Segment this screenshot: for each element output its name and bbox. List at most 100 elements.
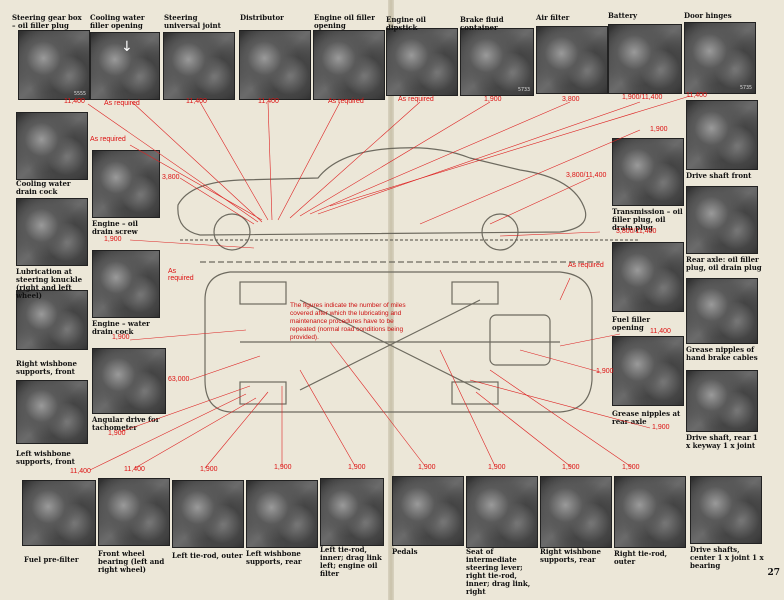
- photo-drive-shafts-center: [690, 476, 762, 544]
- interval-left-wishbone-rear: 1,900: [274, 464, 292, 471]
- photo-front-wheel-bearing: [98, 478, 170, 546]
- interval-left-wishbone-front: 1,900: [108, 430, 126, 437]
- photo-drive-shaft-front: [686, 100, 758, 170]
- photo-intermediate-steering-lever: [466, 476, 538, 548]
- interval-battery: 1,900/11,400: [622, 94, 663, 101]
- interval-drive-shaft-rear: 1,900: [652, 424, 670, 431]
- caption-brake-fluid-container: Brake fluid container: [460, 15, 504, 32]
- caption-cooling-water-drain: Cooling water drain cock: [16, 179, 71, 196]
- caption-distributor: Distributor: [240, 13, 284, 22]
- caption-engine-oil-filler: Engine oil filler opening: [314, 13, 375, 30]
- interval-right-wishbone-rear: 1,900: [562, 464, 580, 471]
- caption-right-tie-rod-outer: Right tie-rod, outer: [614, 549, 668, 566]
- photo-cooling-water-filler: ↓: [90, 32, 160, 100]
- photo-fuel-filler: [612, 242, 684, 312]
- interval-cooling-drain: As required: [90, 136, 126, 143]
- interval-angular-drive: 63,000: [168, 376, 190, 383]
- caption-transmission: Transmission – oil filler plug, oil drai…: [612, 207, 683, 232]
- photo-grease-nipples-rear-axle: [612, 336, 684, 406]
- caption-rear-axle: Rear axle: oil filler plug, oil drain pl…: [686, 255, 762, 272]
- photo-rear-axle: [686, 186, 758, 254]
- photo-steering-knuckle: [16, 198, 88, 266]
- photo-hand-brake-cables: [686, 278, 758, 344]
- interval-left-tie-rod-outer: 1,900: [200, 466, 218, 473]
- caption-engine-water-drain: Engine – water drain cock: [92, 319, 150, 336]
- caption-drive-shaft-front: Drive shaft front: [686, 171, 752, 180]
- caption-cooling-water-filler: Cooling water filler opening: [90, 13, 145, 30]
- photo-engine-oil-dipstick: [386, 28, 458, 96]
- photo-left-wishbone-rear: [246, 480, 318, 548]
- interval-engine-oil-drain: 3,800: [162, 174, 180, 181]
- caption-left-tie-rod-outer: Left tie-rod, outer: [172, 551, 243, 560]
- interval-universal-joint: 11,400: [186, 98, 207, 105]
- caption-steering-gear-box: Steering gear box – oil filler plug: [12, 13, 82, 30]
- caption-intermediate-steering-lever: Seat of intermediate steering lever; rig…: [466, 547, 531, 596]
- caption-engine-oil-dipstick: Engine oil dipstick: [386, 15, 426, 32]
- caption-drive-shafts-center: Drive shafts, center 1 x joint 1 x beari…: [690, 545, 764, 570]
- photo-right-tie-rod-outer: [614, 476, 686, 548]
- interval-left-tie-rod-inner: 1,900: [348, 464, 366, 471]
- caption-front-wheel-bearing: Front wheel bearing (left and right whee…: [98, 549, 165, 574]
- photo-left-wishbone-front: [16, 380, 88, 444]
- interval-pedals: 1,900: [418, 464, 436, 471]
- photo-air-filter: [536, 26, 608, 94]
- caption-grease-nipples-rear-axle: Grease nipples at rear axle: [612, 409, 681, 426]
- photo-steering-universal-joint: [163, 32, 235, 100]
- photo-transmission: [612, 138, 684, 206]
- caption-battery: Battery: [608, 11, 638, 20]
- interval-door-hinges: 11,400: [686, 92, 707, 99]
- interval-distributor: 11,400: [258, 98, 279, 105]
- book-gutter: [388, 0, 394, 600]
- caption-right-wishbone-rear: Right wishbone supports, rear: [540, 547, 601, 564]
- interval-grease-rear-axle: 1,900: [596, 368, 614, 375]
- photo-right-wishbone-front: [16, 290, 88, 350]
- caption-left-wishbone-front: Left wishbone supports, front: [16, 449, 75, 466]
- interval-cooling-water-filler: As required: [104, 100, 140, 107]
- caption-left-wishbone-rear: Left wishbone supports, rear: [246, 549, 302, 566]
- photo-cooling-water-drain: [16, 112, 88, 180]
- caption-fuel-pre-filter: Fuel pre-filter: [24, 555, 79, 564]
- photo-engine-water-drain: [92, 250, 160, 318]
- caption-pedals: Pedals: [392, 547, 418, 556]
- page-number: 27: [767, 568, 780, 578]
- caption-left-tie-rod-inner: Left tie-rod, inner; drag link left; eng…: [320, 545, 382, 578]
- interval-right-tie-rod-outer: 1,900: [622, 464, 640, 471]
- interval-transmission: 3,800/11,400: [566, 172, 607, 179]
- interval-hand-brake: 11,400: [650, 328, 671, 335]
- caption-steering-universal-joint: Steering universal joint: [164, 13, 221, 30]
- photo-pedals: [392, 476, 464, 546]
- interval-steering-gear-box: 11,400: [64, 98, 85, 105]
- caption-engine-oil-drain: Engine – oil drain screw: [92, 219, 138, 236]
- photo-engine-oil-drain: [92, 150, 160, 218]
- caption-air-filter: Air filter: [536, 13, 570, 22]
- photo-fuel-pre-filter: [22, 480, 96, 546]
- caption-hand-brake-cables: Grease nipples of hand brake cables: [686, 345, 758, 362]
- caption-angular-drive: Angular drive for tachometer: [92, 415, 160, 432]
- interval-oil-dipstick: As required: [398, 96, 434, 103]
- interval-air-filter: 3,800: [562, 96, 580, 103]
- caption-right-wishbone-front: Right wishbone supports, front: [16, 359, 77, 376]
- photo-door-hinges: 5735: [684, 22, 756, 94]
- photo-engine-oil-filler: [313, 30, 385, 100]
- interval-front-wheel-bearing: 11,400: [124, 466, 145, 473]
- interval-rear-axle: 3,800/11,400: [616, 228, 657, 235]
- interval-engine-oil-filler: As required: [328, 98, 364, 105]
- interval-steering-knuckle: 1,900: [104, 236, 122, 243]
- interval-intermediate-lever: 1,900: [488, 464, 506, 471]
- photo-battery: [608, 24, 682, 94]
- photo-angular-drive: [92, 348, 166, 414]
- interval-water-drain: As required: [168, 268, 194, 282]
- interval-fuel-filler: As required: [568, 262, 604, 269]
- intervals-explanation-note: The figures indicate the number of miles…: [290, 302, 406, 341]
- caption-drive-shaft-rear: Drive shaft, rear 1 x keyway 1 x joint: [686, 433, 758, 450]
- photo-brake-fluid-container: 5733: [460, 28, 534, 96]
- photo-distributor: [239, 30, 311, 100]
- caption-fuel-filler: Fuel filler opening: [612, 315, 651, 332]
- caption-door-hinges: Door hinges: [684, 11, 732, 20]
- photo-drive-shaft-rear: [686, 370, 758, 432]
- interval-fuel-pre-filter: 11,400: [70, 468, 91, 475]
- photo-left-tie-rod-inner: [320, 478, 384, 546]
- interval-brake-fluid: 1,900: [484, 96, 502, 103]
- interval-drive-shaft-front: 1,900: [650, 126, 668, 133]
